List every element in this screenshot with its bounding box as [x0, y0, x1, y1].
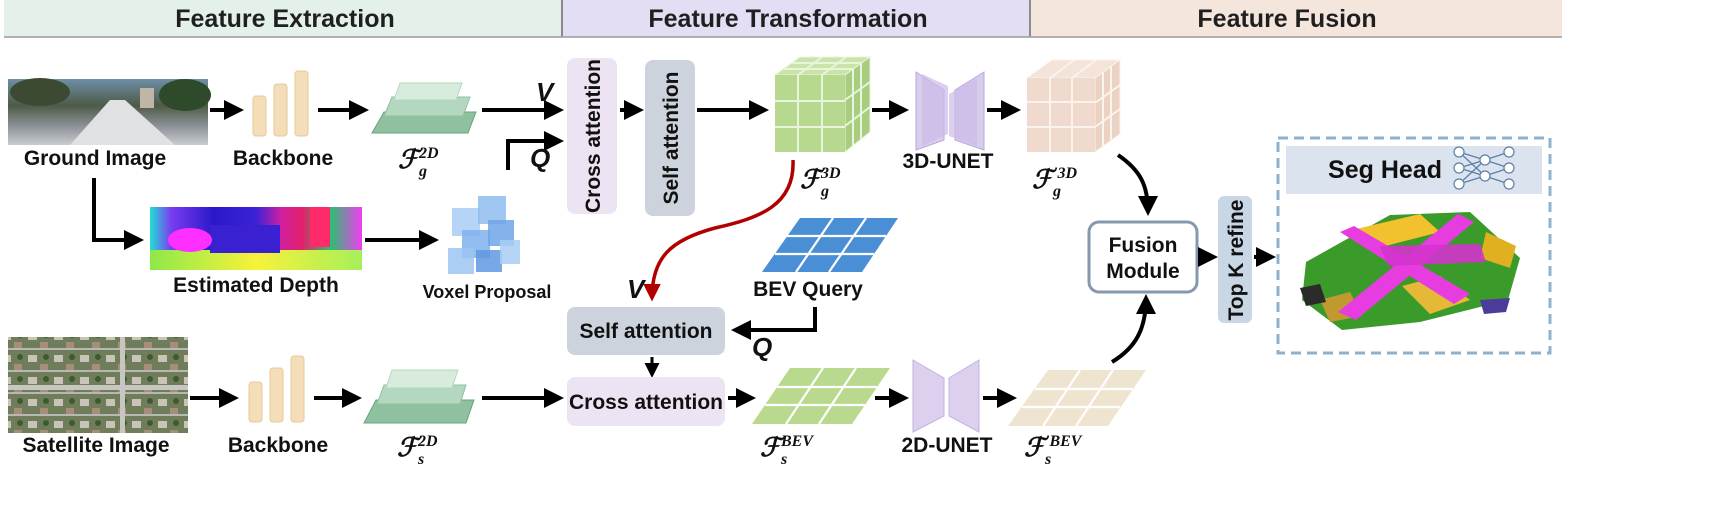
- svg-text:Module: Module: [1106, 260, 1180, 283]
- v-label-mid: V: [627, 274, 647, 304]
- arrow-voxel-to-cross-attn-q: [506, 131, 564, 170]
- bev-query-grid: [762, 217, 898, 273]
- svg-text:Self attention: Self attention: [660, 71, 683, 204]
- stage-title-transformation: Feature Transformation: [648, 5, 927, 33]
- self-attention-bev: Self attention: [567, 307, 725, 355]
- topk-refine: Top K refine: [1218, 196, 1252, 323]
- seg-head-panel: Seg Head: [1276, 136, 1552, 355]
- feature-stack-fg2d: [371, 82, 477, 134]
- satellite-image-label: Satellite Image: [22, 434, 169, 457]
- svg-text:Cross attention: Cross attention: [582, 59, 605, 213]
- self-attention-vertical: Self attention: [645, 60, 695, 216]
- bev-query-label: BEV Query: [753, 278, 863, 301]
- ground-image: [8, 78, 211, 145]
- voxel-cube-fg3d: [773, 56, 872, 154]
- svg-text:3D: 3D: [820, 165, 841, 182]
- backbone-top-label: Backbone: [233, 147, 333, 170]
- unet3d-shape: [915, 71, 985, 151]
- stage-title-fusion: Feature Fusion: [1197, 5, 1376, 33]
- v-label-top: V: [536, 77, 556, 107]
- backbone-top: [252, 70, 309, 137]
- arrow-ground-to-depth: [92, 178, 144, 250]
- stage-band-transformation: [562, 0, 1030, 37]
- backbone-bottom: [248, 355, 305, 423]
- voxel-cube-fg3d-prime: [1025, 59, 1122, 153]
- math-fg3d: ℱ 3D g: [800, 165, 841, 200]
- svg-text:Self attention: Self attention: [579, 320, 712, 343]
- math-fg3d-prime: ℱ '3D g: [1032, 165, 1077, 200]
- fusion-module: Fusion Module: [1087, 220, 1199, 294]
- voxel-proposal-cubes: [448, 196, 520, 274]
- svg-text:Top K refine: Top K refine: [1225, 200, 1248, 321]
- stage-header: Feature Extraction Feature Transformatio…: [4, 0, 1562, 38]
- stage-band-fusion: [1030, 0, 1562, 37]
- q-label-mid: Q: [752, 332, 772, 362]
- unet3d-label: 3D-UNET: [902, 150, 993, 173]
- cross-attention-vertical: Cross attention: [567, 58, 617, 214]
- backbone-bottom-label: Backbone: [228, 434, 328, 457]
- svg-text:'BEV: 'BEV: [1045, 433, 1083, 450]
- svg-text:BEV: BEV: [780, 433, 814, 450]
- arrow-fg3d-prime-to-fusion: [1116, 153, 1158, 216]
- bev-grid-fsbev-prime: [1008, 369, 1146, 427]
- svg-text:2D: 2D: [417, 433, 438, 450]
- svg-text:g: g: [1052, 183, 1061, 200]
- svg-text:Cross attention: Cross attention: [569, 391, 723, 414]
- svg-text:'3D: '3D: [1053, 165, 1077, 182]
- arrow-bevquery-to-self-attn-q: [731, 307, 817, 340]
- seg-head-label: Seg Head: [1328, 156, 1442, 184]
- svg-text:s: s: [1044, 451, 1051, 468]
- q-label-top: Q: [530, 143, 550, 173]
- svg-text:g: g: [820, 183, 829, 200]
- estimated-depth-map: [150, 207, 362, 270]
- voxel-proposal-label: Voxel Proposal: [423, 282, 552, 302]
- ground-image-label: Ground Image: [24, 147, 166, 170]
- feature-stack-fs2d: [363, 369, 475, 424]
- svg-text:s: s: [780, 451, 787, 468]
- stage-band-extraction: [4, 0, 562, 37]
- svg-text:Fusion: Fusion: [1109, 234, 1178, 257]
- neural-network-icon: [1453, 146, 1515, 190]
- math-fs2d: ℱ 2D s: [397, 433, 438, 468]
- math-fsbev: ℱ BEV s: [760, 433, 814, 468]
- estimated-depth-label: Estimated Depth: [173, 274, 339, 297]
- svg-text:s: s: [417, 451, 424, 468]
- svg-text:2D: 2D: [418, 145, 439, 162]
- arrow-fg3d-to-self-attn-v: [643, 159, 795, 302]
- unet2d-shape: [912, 359, 980, 433]
- unet2d-label: 2D-UNET: [901, 434, 992, 457]
- math-fg2d: ℱ 2D g: [398, 145, 439, 180]
- svg-text:g: g: [418, 163, 427, 180]
- math-fsbev-prime: ℱ 'BEV s: [1024, 433, 1083, 468]
- cross-attention-bev: Cross attention: [567, 377, 725, 426]
- stage-title-extraction: Feature Extraction: [175, 5, 395, 33]
- bev-grid-fsbev: [752, 367, 890, 425]
- segmentation-output-map: [1300, 212, 1520, 330]
- satellite-image: [8, 337, 188, 433]
- arrow-fsbev-prime-to-fusion: [1110, 294, 1156, 364]
